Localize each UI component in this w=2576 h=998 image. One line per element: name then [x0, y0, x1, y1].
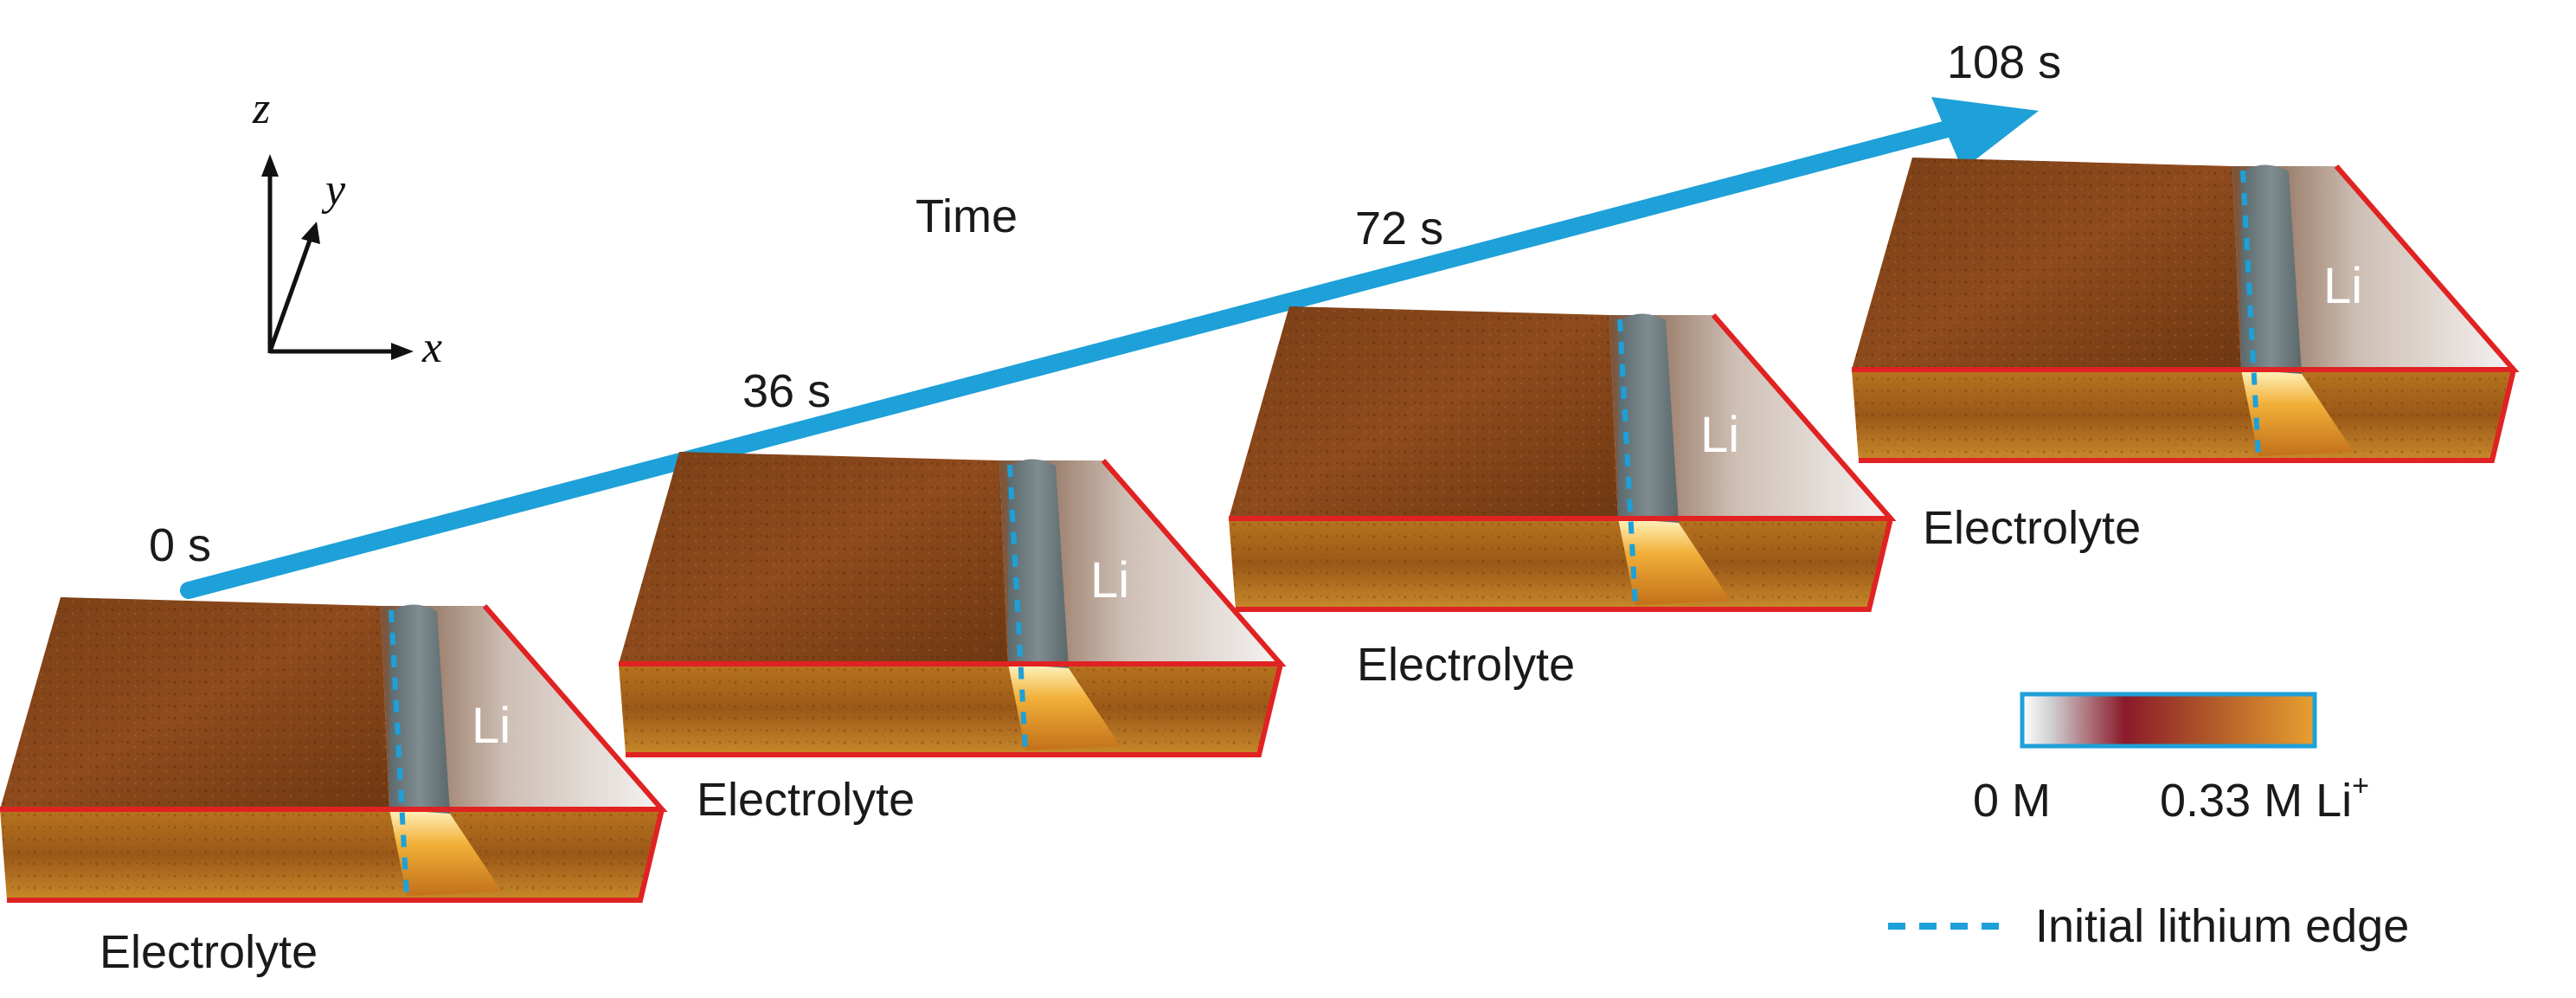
depleted-region [999, 460, 1281, 668]
lithium-front-hot-zone [389, 809, 502, 896]
colorbar-gradient [2020, 692, 2317, 749]
electrolyte-texture [1229, 306, 1618, 523]
legend: Initial lithium edge [1888, 900, 2409, 952]
lithium-column [2241, 164, 2302, 374]
volume-panel-3: Li [1852, 158, 2520, 463]
z-axis-arrowhead [261, 154, 279, 177]
electrolyte-label-0: Electrolyte [100, 926, 318, 978]
lithium-front-hot-zone [1618, 518, 1731, 605]
timepoint-3: 108 s [1947, 36, 2061, 88]
lithium-column [1618, 313, 1679, 523]
initial-edge-legend-label: Initial lithium edge [2035, 900, 2409, 952]
initial-lithium-edge [1007, 464, 1028, 752]
time-arrow-head [1931, 97, 2039, 170]
time-arrow: Time 0 s 36 s 72 s 108 s [149, 36, 2061, 599]
lithium-label: Li [1700, 407, 1739, 463]
colorbar-max-superscript: + [2352, 769, 2369, 802]
box-edge-bottom [7, 808, 665, 903]
lithium-column [1008, 459, 1069, 668]
electrolyte-label-1: Electrolyte [697, 774, 915, 826]
electrolyte-label-2: Electrolyte [1357, 639, 1575, 691]
depleted-region [2232, 166, 2514, 374]
front-texture [1852, 370, 2514, 460]
colorbar-min-label: 0 M [1973, 775, 2051, 827]
lithium-front-hot-zone [1008, 664, 1121, 750]
box-edge-bottom [1236, 518, 1893, 612]
electrolyte-texture [1852, 158, 2241, 374]
coordinate-axes: z y x [252, 84, 442, 372]
timepoint-1: 36 s [742, 365, 831, 417]
time-label: Time [915, 190, 1018, 242]
time-arrow-shaft [180, 109, 1999, 599]
volume-panel-1: Li [619, 452, 1287, 757]
electrolyte-texture [619, 452, 1008, 668]
volume-panel-2: Li [1229, 306, 1897, 612]
lithium-label: Li [1090, 552, 1129, 608]
depleted-region [381, 606, 662, 814]
front-texture [619, 664, 1281, 755]
electrolyte-label-3: Electrolyte [1923, 502, 2141, 554]
lithium-front-hot-zone [2241, 370, 2354, 456]
y-axis-arrowhead [301, 222, 320, 244]
lithium-label: Li [472, 698, 511, 754]
y-axis-line [267, 235, 314, 352]
volume-panels: LiLiLiLiElectrolyteElectrolyteElectrolyt… [0, 158, 2520, 978]
concentration-colorbar: 0 M 0.33 M Li+ [1973, 692, 2369, 827]
x-axis-arrowhead [391, 343, 414, 360]
front-texture [1229, 518, 1891, 609]
y-axis-label: y [321, 165, 346, 215]
initial-lithium-edge [1617, 319, 1638, 607]
lithium-column [389, 604, 450, 814]
volume-panel-0: Li [0, 597, 668, 903]
initial-lithium-edge [2240, 170, 2261, 458]
colorbar-max-label: 0.33 M Li+ [2160, 769, 2369, 827]
timepoint-2: 72 s [1355, 203, 1443, 254]
depleted-region [1609, 315, 1891, 523]
z-axis-label: z [252, 84, 270, 133]
box-edge-bottom [1859, 369, 2516, 463]
initial-lithium-edge [389, 609, 409, 898]
front-texture [0, 809, 662, 900]
timepoint-0: 0 s [149, 519, 211, 571]
x-axis-label: x [421, 323, 442, 372]
lithium-label: Li [2323, 258, 2362, 314]
colorbar-max-text: 0.33 M Li [2160, 775, 2352, 827]
box-edge-bottom [626, 663, 1283, 757]
electrolyte-texture [0, 597, 389, 814]
